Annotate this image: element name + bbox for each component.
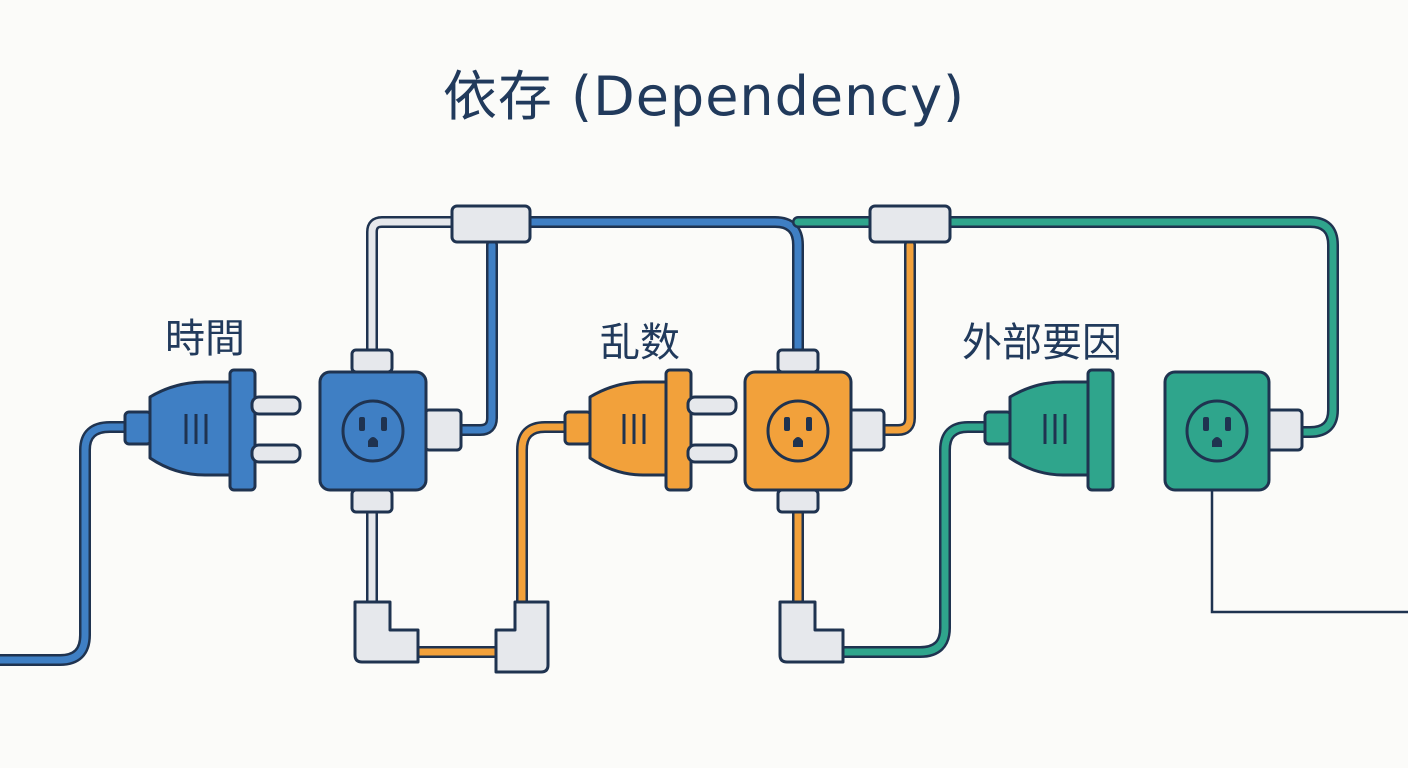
- label-external: 外部要因: [962, 320, 1122, 366]
- cable-orange-riser: [874, 239, 916, 436]
- splitter-connector-1: [450, 204, 532, 244]
- plug-time: [123, 368, 302, 492]
- elbow-connector-3: [778, 600, 845, 664]
- label-time: 時間: [165, 316, 245, 362]
- cable-green-top: [792, 216, 1339, 438]
- cable-time-input: [0, 421, 136, 666]
- outlet-external: [1163, 370, 1304, 492]
- cable-green-bottom: [834, 421, 996, 658]
- elbow-connector-2: [494, 600, 550, 674]
- cable-orange-bottom: [409, 421, 576, 658]
- elbow-connector-1: [353, 600, 420, 664]
- plug-external: [983, 368, 1115, 492]
- outlet-time: [318, 348, 463, 514]
- diagram-title: 依存 (Dependency): [442, 65, 966, 128]
- cable-white-top: [366, 216, 461, 356]
- label-random: 乱数: [600, 320, 680, 366]
- cable-blue-riser: [454, 239, 498, 436]
- cable-blue-top: [524, 216, 804, 358]
- wire-external-output: [1210, 490, 1408, 614]
- splitter-connector-2: [868, 204, 952, 244]
- plug-random: [563, 368, 738, 492]
- outlet-random: [743, 348, 886, 514]
